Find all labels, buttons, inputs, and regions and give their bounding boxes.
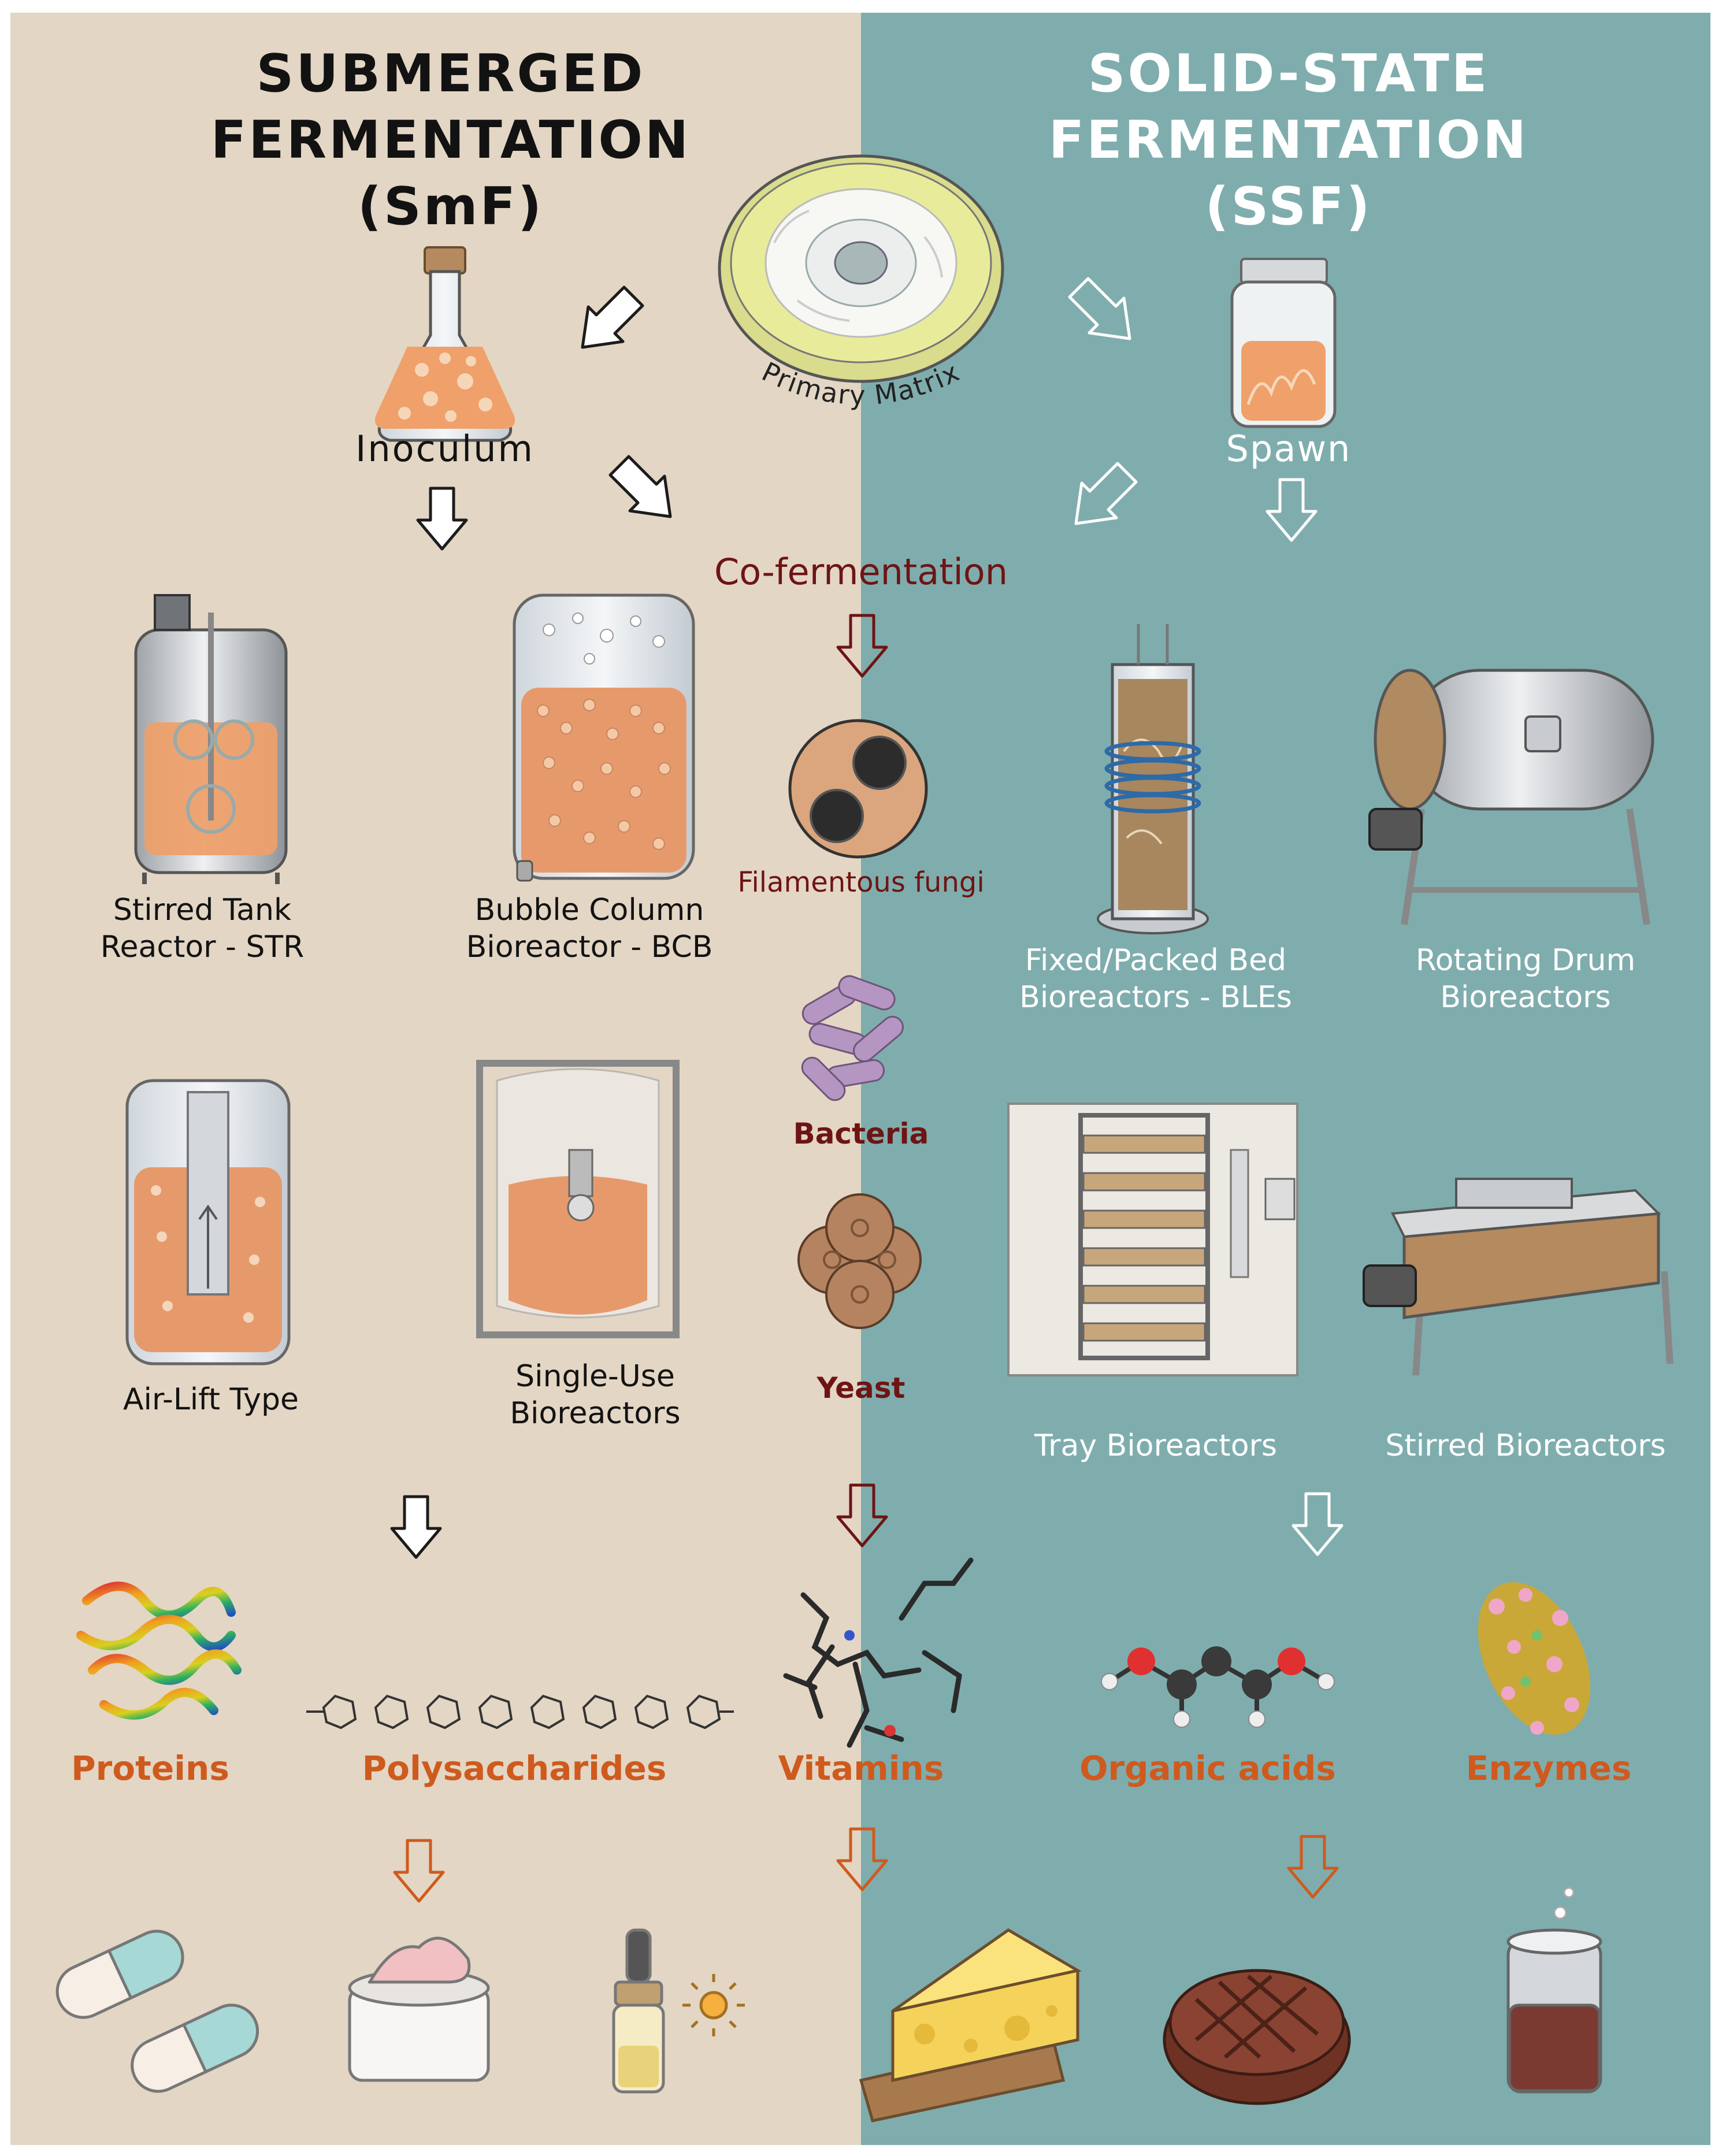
spawn-jar-icon — [1230, 258, 1337, 428]
smf-title: SUBMERGED FERMENTATION (SmF) — [69, 40, 832, 240]
bcb-label: Bubble Column Bioreactor - BCB — [428, 892, 751, 966]
vitamin-molecule-icon — [783, 1557, 974, 1748]
ssf-title: SOLID-STATE FERMENTATION (SSF) — [901, 40, 1676, 240]
ssf-title-line2: (SSF) — [1205, 176, 1372, 237]
stirred-tank-icon — [134, 594, 288, 884]
arrows-maroon — [836, 614, 888, 1548]
cheese-icon — [859, 1928, 1082, 2122]
can-icon — [1506, 1887, 1602, 2094]
yeast-label: Yeast — [817, 1371, 905, 1405]
packed-bed-label-line2: Bioreactors - BLEs — [1019, 980, 1292, 1015]
petri-dish-icon — [718, 154, 1004, 383]
single-use-bag-icon — [476, 1060, 680, 1338]
capsule-icon — [55, 1929, 259, 2093]
enzymes-label: Enzymes — [1465, 1749, 1632, 1788]
rotating-drum-icon — [1368, 669, 1654, 925]
bcb-label-line2: Bioreactor - BCB — [466, 930, 713, 964]
arrows-white — [1068, 277, 1344, 1556]
arrow-down-icon — [836, 614, 888, 678]
arrow-down-icon — [390, 1495, 442, 1559]
vitamins-label: Vitamins — [778, 1749, 944, 1788]
tray-reactor-icon — [1007, 1103, 1298, 1376]
smf-title-line2: (SmF) — [357, 176, 544, 237]
dropper-icon — [612, 1928, 745, 2094]
arrow-down-icon — [836, 1827, 888, 1891]
arrow-right-icon — [1068, 277, 1131, 340]
air-lift-icon — [125, 1079, 291, 1365]
co-fermentation-label: Co-fermentation — [714, 551, 1008, 593]
str-label-line2: Reactor - STR — [100, 930, 305, 964]
tray-label: Tray Bioreactors — [1034, 1428, 1277, 1463]
arrow-down-icon — [1265, 478, 1318, 542]
protein-icon — [76, 1582, 242, 1720]
rotating-drum-label-line2: Bioreactors — [1440, 980, 1611, 1015]
single-use-label-line1: Single-Use — [515, 1359, 675, 1394]
packed-bed-label-line1: Fixed/Packed Bed — [1025, 943, 1287, 978]
polysaccharides-label: Polysaccharides — [362, 1749, 667, 1788]
arrow-left-icon — [581, 285, 644, 349]
smf-title-line1: SUBMERGED FERMENTATION — [210, 43, 691, 170]
proteins-label: Proteins — [71, 1749, 229, 1788]
packed-bed-icon — [1097, 624, 1209, 934]
str-label-line1: Stirred Tank — [113, 893, 292, 927]
arrow-right-icon — [608, 455, 672, 518]
organic-acids-label: Organic acids — [1079, 1749, 1336, 1788]
bubble-column-icon — [513, 593, 695, 882]
yeast-icon — [797, 1193, 922, 1329]
str-label: Stirred Tank Reactor - STR — [58, 892, 347, 966]
arrows — [390, 285, 672, 1559]
polysaccharide-icon — [306, 1694, 734, 1730]
rotating-drum-label: Rotating Drum Bioreactors — [1375, 942, 1676, 1016]
organic-acid-icon — [1101, 1646, 1335, 1728]
arrow-down-icon — [393, 1839, 445, 1903]
stirred-ssf-label: Stirred Bioreactors — [1385, 1428, 1666, 1463]
bacteria-label: Bacteria — [793, 1117, 929, 1151]
arrow-left-icon — [1074, 462, 1138, 525]
spawn-label: Spawn — [1226, 428, 1352, 470]
cream-jar-icon — [348, 1936, 490, 2082]
bcb-label-line1: Bubble Column — [474, 893, 704, 927]
single-use-label: Single-Use Bioreactors — [462, 1358, 728, 1432]
arrow-down-icon — [1287, 1835, 1339, 1899]
arrow-down-icon — [416, 487, 468, 551]
bacteria-icon — [801, 975, 904, 1101]
enzyme-icon — [1478, 1582, 1591, 1735]
arrow-down-icon — [836, 1483, 888, 1548]
patty-icon — [1163, 1969, 1351, 2105]
packed-bed-label: Fixed/Packed Bed Bioreactors - BLEs — [977, 942, 1335, 1016]
ssf-title-line1: SOLID-STATE FERMENTATION — [1048, 43, 1529, 170]
arrow-down-icon — [1292, 1492, 1344, 1556]
flask-icon — [375, 246, 515, 442]
filamentous-fungi-label: Filamentous fungi — [737, 866, 985, 899]
fungi-icon — [788, 719, 928, 859]
rotating-drum-label-line1: Rotating Drum — [1415, 943, 1636, 978]
inoculum-label: Inoculum — [355, 428, 535, 470]
air-lift-label: Air-Lift Type — [123, 1382, 299, 1417]
stirred-ssf-icon — [1363, 1178, 1673, 1376]
arrows-orange — [393, 1827, 1339, 1903]
single-use-label-line2: Bioreactors — [510, 1396, 681, 1431]
